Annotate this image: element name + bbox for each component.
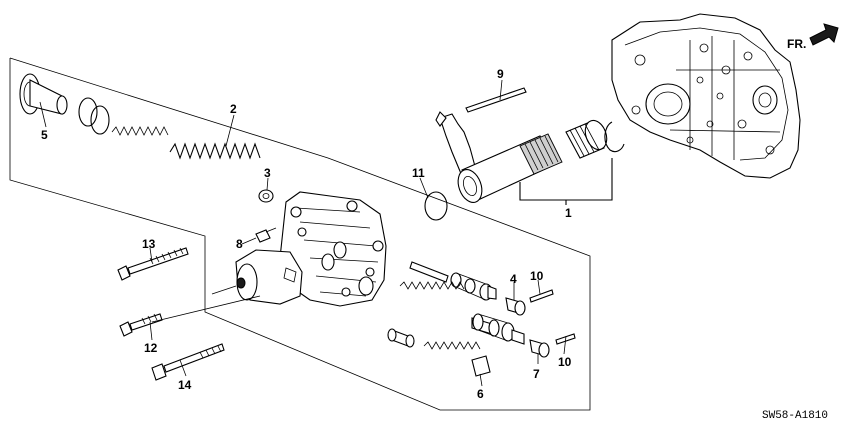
part-8-bolt <box>255 227 277 243</box>
leader-lines <box>39 79 567 387</box>
callout-9: 9 <box>497 67 504 81</box>
callout-1: 1 <box>565 206 572 220</box>
callout-4: 4 <box>510 272 517 286</box>
callout-11: 11 <box>412 166 425 180</box>
callout-5: 5 <box>41 128 48 142</box>
part-12-bolt <box>119 313 163 337</box>
callout-6: 6 <box>477 387 484 401</box>
callout-labels: 1 2 3 4 5 6 7 8 9 10 10 11 12 13 14 <box>41 67 572 401</box>
part-3-washer <box>258 189 274 203</box>
callout-7: 7 <box>533 367 540 381</box>
callout-2: 2 <box>230 102 237 116</box>
callout-8: 8 <box>236 237 243 251</box>
spring-coils <box>78 97 261 160</box>
drawing-code: SW58-A1810 <box>762 410 828 422</box>
callout-10-lower: 10 <box>558 355 572 369</box>
callout-12: 12 <box>144 341 158 355</box>
part-14-bolt <box>151 343 225 381</box>
part-9-pin <box>465 87 527 113</box>
assembly-boundary <box>9 57 591 411</box>
front-direction-indicator: FR. <box>787 23 839 51</box>
direction-label: FR. <box>787 37 806 51</box>
valve-components <box>387 261 576 377</box>
callout-13: 13 <box>142 237 156 251</box>
callout-10-upper: 10 <box>530 269 544 283</box>
transmission-housing <box>611 13 801 179</box>
callout-3: 3 <box>264 166 271 180</box>
part-5-sleeve <box>19 73 68 115</box>
callout-14: 14 <box>178 378 192 392</box>
valve-body <box>235 191 387 307</box>
part-13-bolt <box>117 247 189 281</box>
shaft-assembly <box>424 111 625 221</box>
